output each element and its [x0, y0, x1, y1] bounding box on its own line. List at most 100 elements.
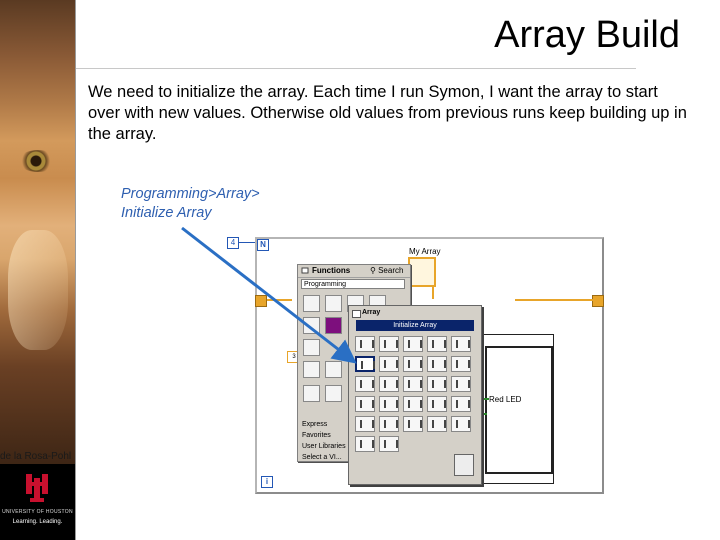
array-function-glyph [432, 420, 446, 428]
array-function-glyph [408, 360, 422, 368]
array-function-item[interactable] [379, 396, 399, 412]
array-function-item[interactable] [379, 436, 399, 452]
functions-palette-header: Functions ⚲ Search [298, 265, 410, 278]
palette-category-express[interactable]: Express [302, 421, 328, 428]
array-function-glyph [384, 340, 398, 348]
palette-item-structures[interactable] [303, 295, 320, 312]
array-function-glyph [432, 340, 446, 348]
logo-line-2: Learning. Leading. [12, 519, 63, 525]
palette-item-comparison[interactable] [303, 339, 320, 356]
caption-line-1: Programming>Array> [121, 186, 260, 202]
array-function-item[interactable] [427, 416, 447, 432]
initialize-array-function[interactable] [355, 356, 375, 372]
shift-register-left[interactable] [255, 295, 267, 307]
array-function-glyph [361, 361, 375, 369]
for-loop[interactable]: N i My Array Red LED 3 Functions ⚲ Searc… [255, 237, 604, 494]
palette-item-array[interactable] [325, 295, 342, 312]
array-subpalette[interactable]: Array Initialize Array [348, 305, 482, 485]
loop-count-terminal[interactable]: N [257, 239, 269, 251]
palette-category-select-vi[interactable]: Select a VI... [302, 454, 342, 461]
array-subpalette-header: Array [351, 308, 479, 318]
my-array-label: My Array [409, 247, 441, 256]
array-function-item[interactable] [427, 356, 447, 372]
block-diagram: 4 N i My Array Red LED 3 Functions ⚲ Sea… [227, 237, 604, 494]
title-divider [76, 68, 636, 69]
side-photo [0, 0, 75, 470]
array-function-glyph [432, 380, 446, 388]
my-array-indicator[interactable] [408, 257, 436, 287]
array-function-item[interactable] [451, 356, 471, 372]
array-function-item[interactable] [403, 356, 423, 372]
count-constant[interactable]: 4 [227, 237, 239, 249]
array-function-item[interactable] [355, 376, 375, 392]
array-function-glyph [432, 400, 446, 408]
array-function-item[interactable] [451, 396, 471, 412]
array-function-item[interactable] [379, 376, 399, 392]
array-function-item[interactable] [427, 376, 447, 392]
array-function-item[interactable] [403, 416, 423, 432]
array-function-glyph [360, 420, 374, 428]
pin-icon[interactable] [301, 267, 309, 274]
array-wire [267, 299, 292, 301]
inner-structure[interactable] [485, 346, 553, 474]
vertical-divider [75, 0, 76, 540]
array-function-glyph [456, 360, 470, 368]
palette-item-waveform[interactable] [325, 385, 342, 402]
array-function-glyph [408, 400, 422, 408]
loop-iteration-terminal[interactable]: i [261, 476, 273, 488]
red-led-indicator[interactable]: Red LED [489, 395, 522, 404]
array-function-item[interactable] [427, 336, 447, 352]
array-function-glyph [456, 380, 470, 388]
photo-eye [18, 150, 58, 172]
array-function-item[interactable] [355, 436, 375, 452]
palette-item-timing[interactable] [303, 361, 320, 378]
array-function-item[interactable] [355, 396, 375, 412]
array-function-glyph [360, 380, 374, 388]
array-function-item[interactable] [451, 416, 471, 432]
palette-item-file-io[interactable] [303, 385, 320, 402]
uh-logo-icon [26, 474, 48, 502]
array-function-item[interactable] [403, 336, 423, 352]
search-button[interactable]: ⚲ Search [370, 265, 403, 277]
array-function-item[interactable] [427, 396, 447, 412]
palette-category-list: Express Favorites User Libraries Select … [302, 419, 346, 463]
array-function-glyph [432, 360, 446, 368]
array-subpalette-title: Array [362, 309, 381, 316]
logo-line-1: UNIVERSITY OF HOUSTON [2, 509, 73, 515]
pin-icon[interactable] [352, 310, 361, 318]
array-function-item[interactable] [379, 356, 399, 372]
array-function-glyph [456, 420, 470, 428]
array-function-item[interactable] [355, 416, 375, 432]
array-function-glyph [408, 420, 422, 428]
array-function-item[interactable] [379, 336, 399, 352]
photo-highlight [8, 230, 68, 350]
palette-item-dialog[interactable] [325, 361, 342, 378]
shift-register-right[interactable] [592, 295, 604, 307]
palette-item-string[interactable] [325, 317, 342, 334]
palette-category-favorites[interactable]: Favorites [302, 432, 331, 439]
array-function-item[interactable] [451, 336, 471, 352]
array-function-item[interactable] [403, 396, 423, 412]
university-logo: UNIVERSITY OF HOUSTON Learning. Leading. [0, 464, 75, 540]
array-function-glyph [408, 380, 422, 388]
array-function-item[interactable] [403, 376, 423, 392]
array-wire [515, 299, 593, 301]
palette-item-boolean[interactable] [303, 317, 320, 334]
array-function-glyph [384, 400, 398, 408]
palette-resize-grip[interactable] [454, 454, 474, 476]
count-wire [238, 242, 256, 243]
initialize-array-tooltip: Initialize Array [356, 320, 474, 331]
array-function-glyph [360, 440, 374, 448]
boolean-wire [481, 398, 489, 400]
array-function-item[interactable] [355, 336, 375, 352]
array-function-glyph [384, 420, 398, 428]
array-function-glyph [384, 440, 398, 448]
array-function-item[interactable] [451, 376, 471, 392]
functions-palette-title: Functions [312, 266, 351, 275]
slide-body-text: We need to initialize the array. Each ti… [88, 83, 687, 143]
palette-category-user-libraries[interactable]: User Libraries [302, 443, 346, 450]
array-function-glyph [408, 340, 422, 348]
palette-category-programming[interactable]: Programming [301, 279, 405, 289]
array-function-glyph [360, 340, 374, 348]
array-function-item[interactable] [379, 416, 399, 432]
